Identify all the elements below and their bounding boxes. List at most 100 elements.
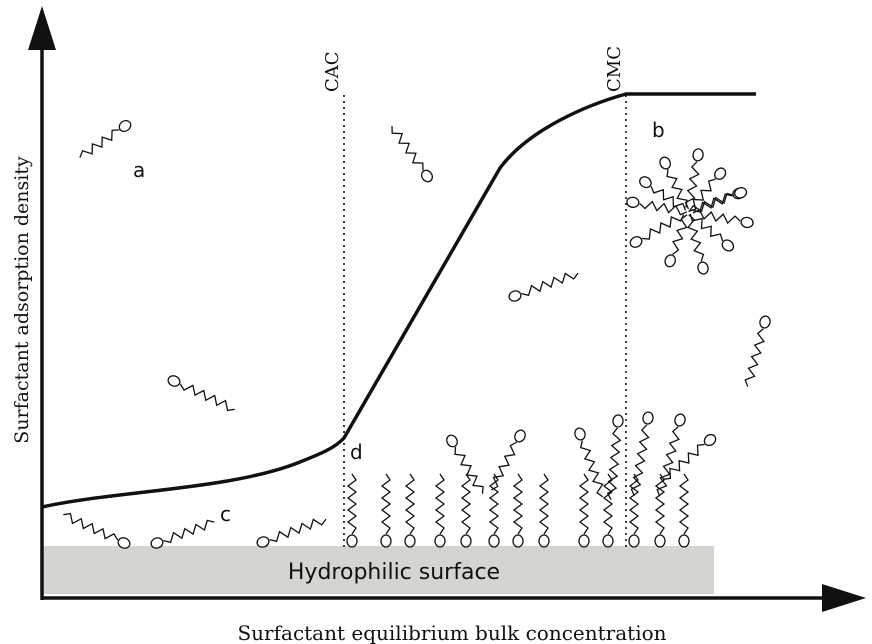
surfactant-tail bbox=[642, 214, 685, 240]
vertical-adsorbed-monomer bbox=[678, 473, 690, 548]
vertical-adsorbed-monomer bbox=[346, 473, 358, 548]
surfactant-head bbox=[421, 169, 433, 183]
hydrophilic-surface bbox=[42, 546, 714, 594]
surfactant-head bbox=[150, 537, 164, 549]
surface-label: Hydrophilic surface bbox=[288, 560, 500, 585]
surfactant-tail bbox=[346, 473, 358, 535]
flat-adsorbed-monomer bbox=[63, 512, 131, 549]
surfactant-head bbox=[512, 534, 524, 548]
surfactant-tail bbox=[628, 473, 640, 535]
x-axis-arrowhead bbox=[822, 584, 866, 612]
outer-layer-monomer bbox=[446, 434, 484, 494]
vertical-adsorbed-monomer bbox=[434, 473, 446, 548]
surfactant-head bbox=[460, 534, 472, 548]
surfactant-head bbox=[612, 414, 624, 428]
surfactant-tail bbox=[521, 272, 579, 297]
surfactant-head bbox=[256, 536, 270, 548]
free-monomer bbox=[79, 120, 132, 158]
surfactant-head bbox=[629, 236, 643, 248]
micelle-monomer bbox=[664, 214, 688, 268]
surfactant-head bbox=[446, 434, 458, 448]
surfactant-head bbox=[404, 534, 416, 548]
micelle-monomer bbox=[686, 214, 709, 275]
surfactant-tail bbox=[663, 443, 705, 480]
cmc-label: CMC bbox=[604, 46, 625, 92]
outer-layer-monomer bbox=[491, 429, 526, 491]
surfactant-head bbox=[602, 534, 614, 548]
surfactant-head bbox=[488, 534, 500, 548]
surfactant-tail bbox=[671, 214, 688, 255]
surfactant-tail bbox=[269, 518, 327, 543]
surfactant-head bbox=[678, 534, 690, 548]
surfactant-head bbox=[117, 537, 131, 549]
x-axis-label: Surfactant equilibrium bulk concentratio… bbox=[237, 621, 666, 644]
surfactant-head bbox=[118, 120, 132, 132]
vertical-adsorbed-monomer bbox=[488, 473, 500, 548]
surfactant-tail bbox=[79, 129, 120, 158]
surfactant-head bbox=[697, 261, 709, 275]
surfactant-tail bbox=[639, 200, 688, 216]
free-monomer bbox=[508, 272, 579, 302]
surfactant-head bbox=[514, 429, 526, 443]
surfactant-head bbox=[674, 413, 686, 427]
flat-adsorbed-monomer bbox=[256, 518, 327, 548]
surfactant-head bbox=[740, 216, 754, 229]
surfactant-head bbox=[578, 534, 590, 548]
surfactant-tail bbox=[380, 473, 392, 535]
surfactant-head bbox=[434, 534, 446, 548]
surfactant-tail bbox=[654, 473, 666, 535]
surfactant-head bbox=[626, 196, 640, 208]
vertical-adsorbed-monomer bbox=[380, 473, 392, 548]
surfactant-head bbox=[538, 534, 550, 548]
surfactant-molecules bbox=[63, 120, 771, 549]
surfactant-head bbox=[346, 534, 358, 548]
surfactant-tail bbox=[688, 192, 735, 213]
vertical-adsorbed-monomer bbox=[538, 473, 550, 548]
outer-layer-monomer bbox=[606, 414, 624, 501]
surfactant-head bbox=[659, 156, 672, 170]
vertical-adsorbed-monomer bbox=[512, 473, 524, 548]
surfactant-head bbox=[714, 167, 727, 180]
surfactant-tail bbox=[578, 473, 590, 535]
micelle-monomer bbox=[639, 176, 687, 211]
vertical-adsorbed-monomer bbox=[628, 473, 640, 548]
surfactant-head bbox=[721, 239, 735, 252]
free-monomer bbox=[167, 375, 235, 412]
surfactant-tail bbox=[689, 213, 724, 242]
surfactant-tail bbox=[404, 473, 416, 535]
micelle-monomer bbox=[684, 148, 704, 210]
surfactant-head bbox=[639, 176, 652, 189]
region-label-d: d bbox=[350, 440, 363, 464]
surfactant-tail bbox=[163, 519, 215, 544]
surfactant-head bbox=[703, 433, 717, 447]
surfactant-head bbox=[734, 187, 748, 199]
surfactant-tail bbox=[538, 473, 550, 535]
surfactant-tail bbox=[602, 473, 614, 535]
surfactant-tail bbox=[686, 214, 705, 262]
surfactant-head bbox=[574, 427, 586, 441]
y-axis-arrowhead bbox=[28, 6, 56, 50]
free-monomer bbox=[744, 315, 771, 387]
surfactant-tail bbox=[434, 473, 446, 535]
micelle-monomer bbox=[659, 156, 688, 208]
region-label-c: c bbox=[220, 502, 231, 526]
surfactant-tail bbox=[460, 473, 472, 535]
adsorption-isotherm-curve bbox=[41, 92, 756, 509]
surfactant-head bbox=[642, 411, 654, 425]
surfactant-head bbox=[380, 534, 392, 548]
free-monomer bbox=[391, 125, 433, 183]
surfactant-tail bbox=[678, 473, 690, 535]
vertical-adsorbed-monomer bbox=[578, 473, 590, 548]
surfactant-tail bbox=[684, 161, 700, 210]
outer-layer-monomer bbox=[574, 427, 604, 498]
micelle-monomer bbox=[688, 187, 748, 213]
surfactant-tail bbox=[488, 473, 500, 535]
y-axis-label: Surfactant adsorption density bbox=[11, 156, 33, 444]
surfactant-tail bbox=[512, 473, 524, 535]
surfactant-head bbox=[508, 290, 522, 302]
surfactant-tail bbox=[179, 383, 235, 412]
surfactant-tail bbox=[63, 512, 119, 541]
region-label-a: a bbox=[133, 158, 145, 182]
surfactant-tail bbox=[744, 328, 765, 387]
